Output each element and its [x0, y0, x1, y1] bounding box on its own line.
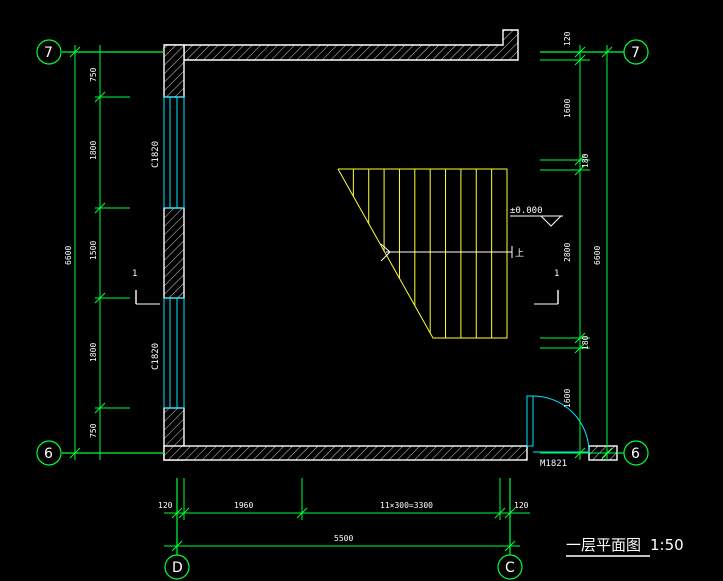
- left-dim-seg-4: 1800: [89, 343, 98, 362]
- right-dim-seg-1: 120: [563, 31, 572, 46]
- axis-bubble-7-right: [540, 39, 649, 65]
- drawing-scale: 1:50: [650, 536, 684, 554]
- bottom-dim-left-wall: 120: [158, 501, 173, 510]
- right-dim-seg-5: 180: [581, 335, 590, 350]
- staircase: [337, 168, 513, 339]
- left-dimension: [66, 45, 150, 460]
- wall-left-middle: [163, 207, 185, 299]
- right-dim-seg-4: 2800: [563, 243, 572, 262]
- left-dim-seg-3: 1500: [89, 241, 98, 260]
- axis-6-right: 6: [631, 446, 640, 462]
- elevation-label: ±0.000: [510, 206, 543, 216]
- bottom-dimension: [164, 478, 530, 555]
- section-mark-left: [135, 290, 160, 305]
- window-label-upper: C1820: [151, 141, 161, 168]
- left-dim-seg-5: 750: [89, 423, 98, 438]
- section-label-right: 1: [554, 269, 559, 279]
- bottom-dim-overall: 5500: [334, 534, 353, 543]
- drawing-title: 一层平面图: [566, 536, 641, 554]
- elevation-mark: [510, 215, 563, 227]
- axis-6-left: 6: [44, 446, 53, 462]
- window-lower: [163, 297, 185, 409]
- door-label: M1821: [540, 459, 567, 469]
- window-label-lower: C1820: [151, 343, 161, 370]
- axis-C: C: [505, 560, 515, 576]
- wall-bottom: [163, 445, 528, 461]
- right-dim-seg-2: 1600: [563, 99, 572, 118]
- wall-left-upper: [163, 44, 185, 98]
- axis-bubble-C: [497, 478, 523, 580]
- axis-bubble-7-left: [36, 39, 164, 65]
- section-label-left: 1: [132, 269, 137, 279]
- wall-top: [164, 29, 519, 61]
- right-dim-seg-6: 1600: [563, 389, 572, 408]
- axis-bubble-6-right: [617, 440, 649, 466]
- left-dim-seg-1: 750: [89, 67, 98, 82]
- right-dim-overall: 6600: [593, 246, 602, 265]
- bottom-dim-right-wall: 120: [514, 501, 529, 510]
- axis-7-right: 7: [631, 45, 640, 61]
- left-dim-seg-2: 1800: [89, 141, 98, 160]
- stair-up-label: 上: [515, 248, 524, 259]
- axis-bubble-6-left: [36, 440, 164, 466]
- bottom-dim-seg-1: 1960: [234, 501, 253, 510]
- walls: [163, 29, 618, 461]
- right-dimension: [540, 45, 616, 460]
- left-dim-overall: 6600: [64, 246, 73, 265]
- section-mark-right: [534, 290, 559, 305]
- window-upper: [163, 96, 185, 209]
- axis-bubble-D: [164, 478, 190, 580]
- right-dim-seg-3: 180: [581, 153, 590, 168]
- bottom-dim-seg-2: 11×300=3300: [380, 501, 433, 510]
- axis-7-left: 7: [44, 45, 53, 61]
- axis-D: D: [172, 560, 183, 576]
